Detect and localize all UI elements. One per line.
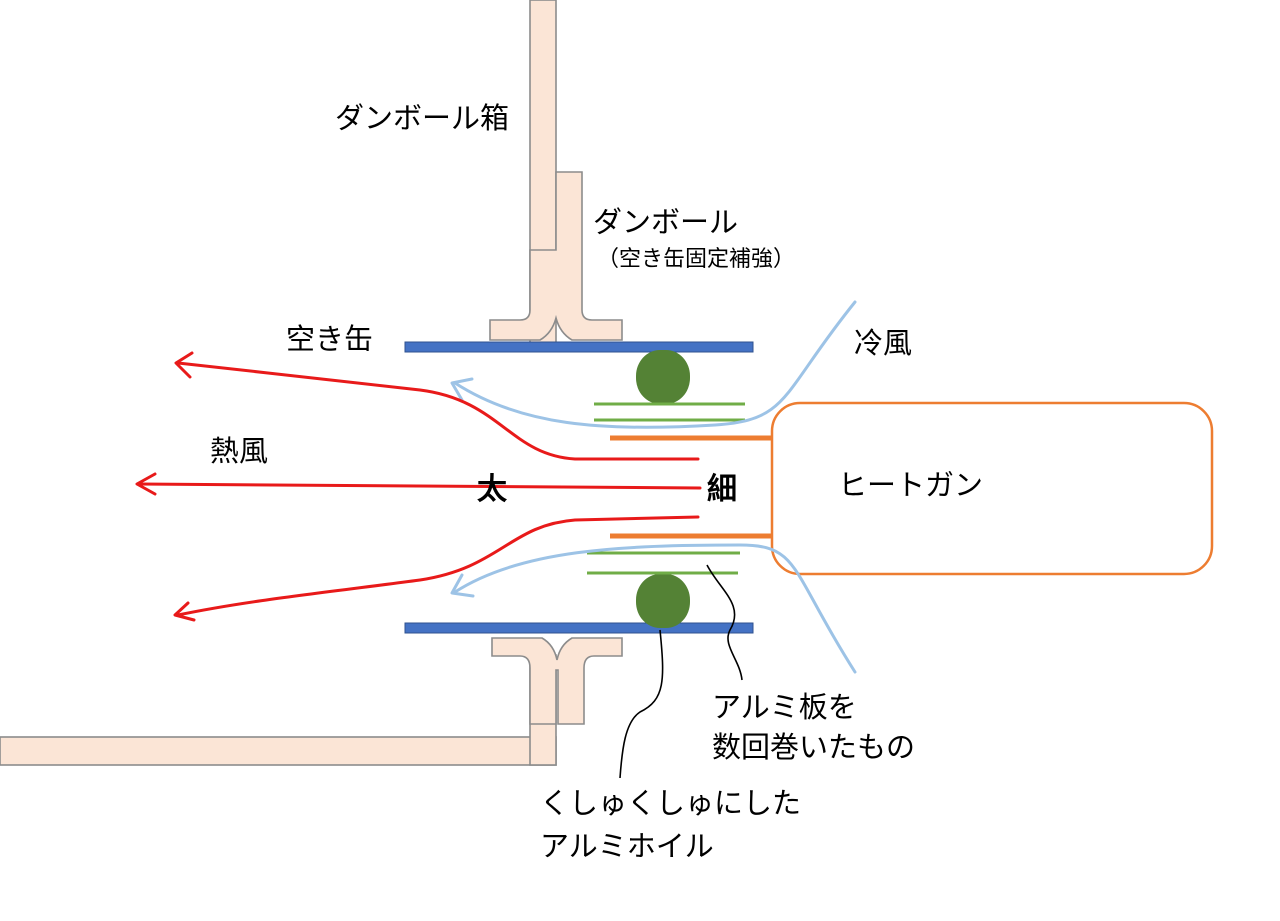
hot-air-arrowhead-upper <box>174 351 194 379</box>
label-aluminum-plate-line2: 数回巻いたもの <box>712 730 915 764</box>
cold-air-flow-upper <box>453 300 857 429</box>
label-hot-air: 熱風 <box>210 434 268 468</box>
label-crumpled-foil-line1: くしゅくしゅにした <box>540 786 801 820</box>
foil-ball-upper <box>636 350 690 404</box>
can-lower-wall <box>404 622 754 634</box>
hot-air-flow-lower <box>176 515 700 617</box>
label-crumpled-foil-line2: アルミホイル <box>540 829 714 863</box>
cold-air-flow-lower <box>453 543 857 674</box>
hot-air-arrowhead-middle <box>135 472 157 496</box>
can-upper-wall <box>404 341 754 353</box>
hot-air-flow-upper <box>176 361 700 461</box>
label-cardboard-note: （空き缶固定補強） <box>597 247 795 272</box>
heat-gun-body <box>770 401 1214 576</box>
cold-air-arrowhead-lower <box>450 573 475 598</box>
cardboard-reinforcement-upper <box>489 171 623 341</box>
label-cardboard: ダンボール <box>593 205 738 239</box>
label-thick: 太 <box>477 472 508 507</box>
cardboard-reinforcement-lower <box>491 637 623 725</box>
foil-ball-lower <box>636 574 690 628</box>
label-empty-can: 空き缶 <box>286 322 373 356</box>
label-thin: 細 <box>707 472 737 507</box>
hot-air-arrowhead-lower <box>173 601 196 622</box>
label-cold-air: 冷風 <box>854 326 912 360</box>
label-aluminum-plate-line1: アルミ板を <box>712 690 857 724</box>
hot-air-flow-middle <box>136 482 702 490</box>
leader-line-aluminum-plate <box>706 564 743 681</box>
cardboard-box-bottom-wall <box>0 736 557 766</box>
cold-air-arrowhead-upper <box>450 377 474 402</box>
label-heat-gun: ヒートガン <box>838 468 983 502</box>
label-cardboard-box: ダンボール箱 <box>335 101 509 135</box>
leader-line-crumpled-foil <box>619 629 664 779</box>
